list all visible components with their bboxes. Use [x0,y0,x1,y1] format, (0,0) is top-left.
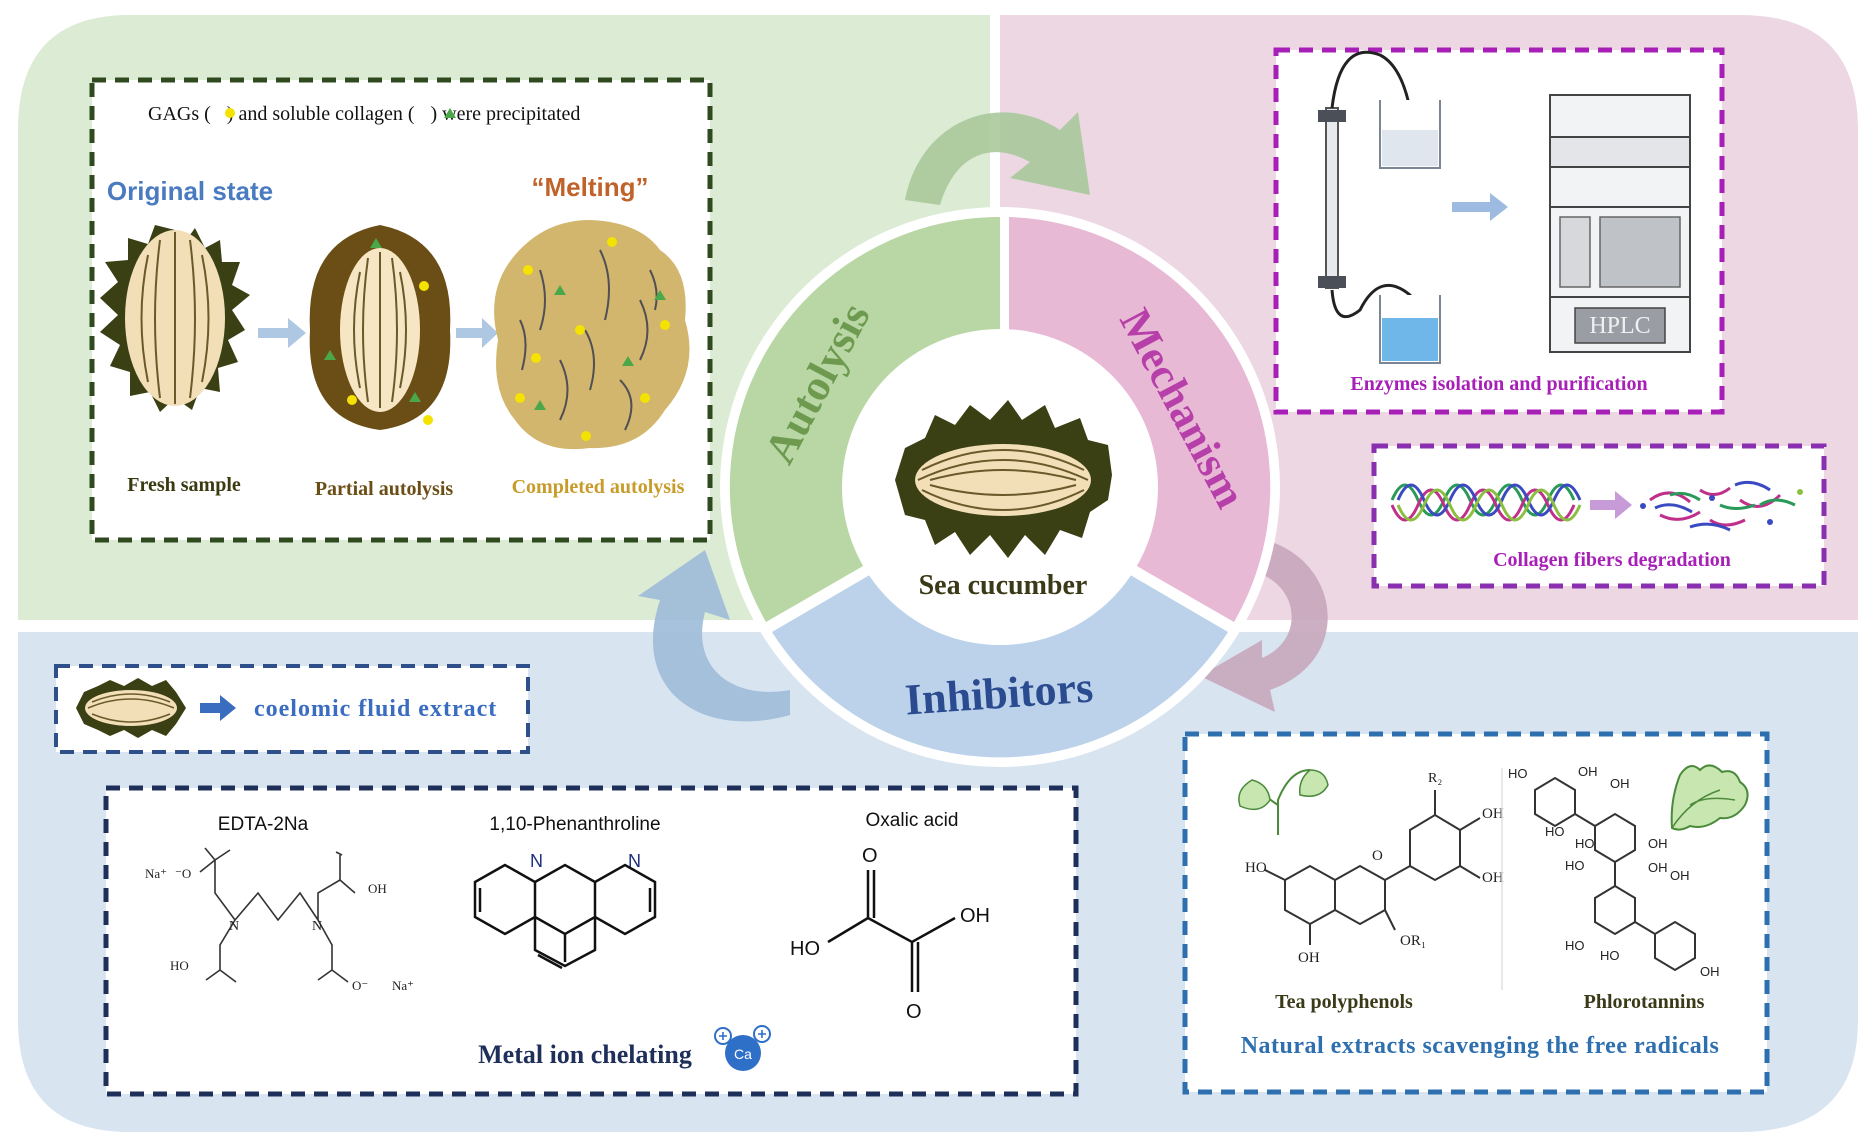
tea-ho: HO [1245,860,1267,876]
completed-autolysis-label: Completed autolysis [512,476,685,498]
tea-leaf-icon [1238,769,1329,835]
edta-n-right: N [312,919,322,934]
oxalic-oh: OH [960,905,990,927]
edta-structure [199,847,356,983]
arrow-column-to-hplc [1452,193,1508,221]
oxalic-o-bottom: O [906,1001,922,1023]
original-state-label: Original state [107,176,273,206]
phen-label: 1,10-Phenanthroline [489,814,660,835]
phloro-ho-1: HO [1508,766,1528,781]
phloro-ho-6: HO [1600,948,1620,963]
enzymes-caption: Enzymes isolation and purification [1350,373,1647,395]
fresh-sample-illustration [100,225,250,412]
edta-o-minus: ⁻O [175,866,191,881]
tea-o: O [1372,848,1383,864]
oxalic-label: Oxalic acid [866,810,959,831]
partial-autolysis-illustration [309,225,451,430]
collagen-helix-illustration [1390,483,1582,522]
hplc-instrument-illustration [1549,94,1691,353]
phloro-oh-6: OH [1700,964,1720,979]
oxalic-ho: HO [790,938,820,960]
edta-oh-top: OH [368,881,387,896]
phenanthroline-structure [473,863,657,970]
coelomic-label: coelomic fluid extract [254,696,497,722]
calcium-label: Ca [734,1046,752,1062]
tea-or1: OR₁ [1400,933,1426,949]
precip-label: GAGs () and soluble collagen () were pre… [148,103,580,125]
arrow-autolysis-to-mechanism [905,112,1090,205]
coelomic-sea-cucumber-icon [76,678,186,738]
edta-ho-bottom: HO [170,958,189,973]
edta-n-left: N [229,919,239,934]
phlorotannins-label: Phlorotannins [1584,991,1705,1013]
phloro-ho-2: HO [1545,824,1565,839]
phloro-oh-4: OH [1648,860,1668,875]
oxalic-structure [827,870,956,992]
phen-n-left: N [530,851,543,871]
column-chromatography-illustration [1318,50,1441,364]
tea-oh-3: OH [1298,950,1320,966]
phloro-ho-4: HO [1565,858,1585,873]
arrow-fresh-to-partial [258,318,306,348]
arrow-inhibitors-to-autolysis [638,550,790,722]
gag-legend-dot [225,108,235,118]
natural-extracts-panel-box [1182,731,1770,1095]
edta-label: EDTA-2Na [218,814,309,835]
phloro-oh-1: OH [1578,764,1598,779]
natural-extracts-caption: Natural extracts scavenging the free rad… [1241,1033,1720,1059]
arrow-helix-to-fragments [1590,491,1632,519]
ring-segment-inhibitors [772,545,1228,758]
edta-na-bottom: Na⁺ [392,978,414,993]
completed-autolysis-illustration [494,220,690,450]
phen-n-right: N [628,851,641,871]
tea-oh-2: OH [1482,870,1504,886]
arrow-partial-to-completed [456,318,498,348]
phloro-oh-5: OH [1670,868,1690,883]
metal-ion-caption: Metal ion chelating [478,1040,692,1069]
hplc-label: HPLC [1589,313,1650,339]
collagen-legend-triangle [444,108,456,118]
edta-na-top: Na⁺ [145,866,167,881]
arrow-mechanism-to-inhibitors [1200,540,1328,712]
phloro-oh-2: OH [1610,776,1630,791]
center-label: Sea cucumber [919,570,1088,601]
collagen-fragments-illustration [1640,480,1803,532]
tea-oh-1: OH [1482,806,1504,822]
fresh-sample-label: Fresh sample [127,474,241,496]
tea-polyphenols-label: Tea polyphenols [1275,991,1413,1013]
tea-polyphenol-structure [1264,790,1481,945]
phloro-ho-5: HO [1565,938,1585,953]
partial-autolysis-label: Partial autolysis [315,478,454,500]
edta-o-minus-bottom: O⁻ [352,978,368,993]
melting-label: “Melting” [532,172,649,202]
seaweed-icon [1670,764,1749,831]
phlorotannin-structure [1534,776,1696,972]
calcium-ion-icon [714,1025,771,1071]
tea-r2: R₂ [1428,771,1442,786]
oxalic-o-top: O [862,845,878,867]
phloro-oh-3: OH [1648,836,1668,851]
sea-cucumber-center-illustration [895,400,1112,558]
collagen-caption: Collagen fibers degradation [1493,549,1731,571]
arrow-coelomic [200,695,236,721]
phloro-ho-3: HO [1575,836,1595,851]
